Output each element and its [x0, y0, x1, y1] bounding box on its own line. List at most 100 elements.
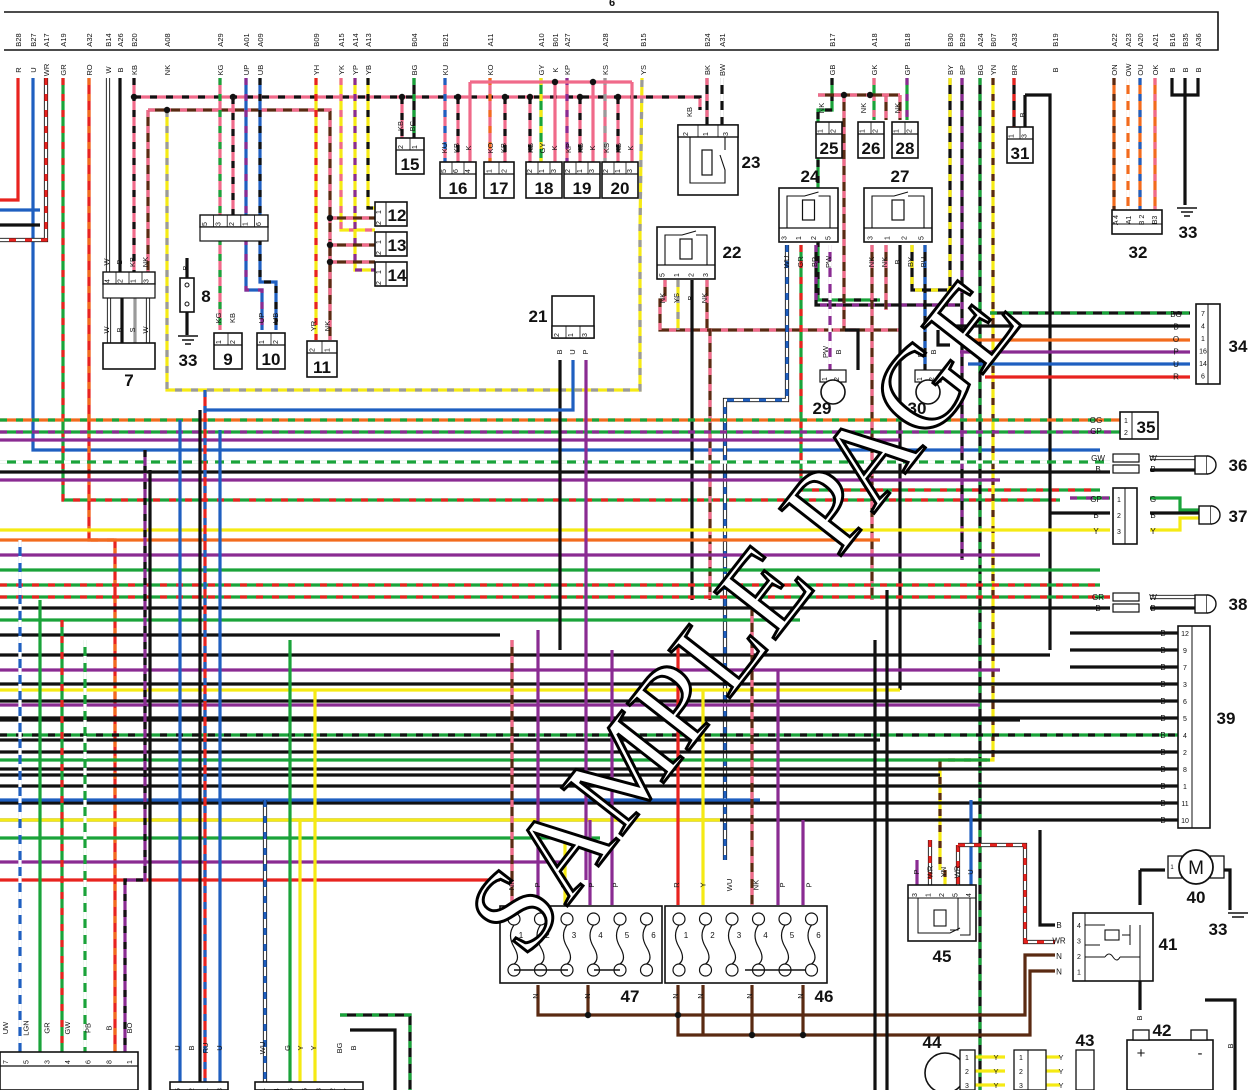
pin-number: 1 [1009, 134, 1016, 138]
pin-number: 6 [1183, 699, 1187, 706]
relay-switch-icon [1085, 924, 1141, 981]
junction-dot [674, 1011, 682, 1019]
connector-38-a [1112, 592, 1140, 602]
fuse-link-icon [727, 924, 737, 965]
ecu-pin-label: A15 [337, 33, 346, 46]
ecu-wire-label: GY [537, 65, 546, 76]
wire [0, 78, 48, 242]
component-21-label: 21 [529, 307, 548, 326]
wire [1205, 998, 1237, 1090]
bulb-36-icon [1206, 455, 1217, 475]
wire-label: S [128, 327, 137, 332]
ecu-pin-label: B21 [441, 33, 450, 46]
wire-label: K [550, 145, 559, 150]
wire-label: Y [1093, 527, 1099, 536]
wire-label: KO [486, 142, 495, 153]
ecu-pin-label: B09 [312, 33, 321, 46]
component-31-label: 31 [1011, 144, 1030, 163]
components-layer [0, 11, 1248, 1090]
wire-label: O [1173, 335, 1179, 344]
ecu-wire-label: OU [1136, 64, 1145, 75]
wire-label: NK [700, 293, 709, 303]
wires-layer [0, 77, 1237, 1090]
wire [340, 1013, 412, 1090]
fuse-number: 2 [710, 931, 715, 940]
wire-label: GP [1090, 427, 1102, 436]
resistor-icon [701, 149, 713, 176]
bulb-36-socket [1194, 455, 1208, 475]
component-43-label: 43 [1076, 1031, 1095, 1050]
pin-number: 3 [912, 893, 919, 897]
pin-number: 1 [131, 279, 138, 283]
relay-coil-icon [679, 238, 693, 260]
fusebox-46-label: 46 [815, 987, 834, 1006]
fusebox-46-body [664, 905, 828, 984]
pin-number: 11 [1181, 801, 1188, 808]
ecu-wire-label: B [1051, 67, 1060, 72]
wire-label: KB [128, 257, 137, 267]
wire-label: UB [271, 313, 280, 323]
wire-label: YN [939, 867, 948, 877]
pin-number: 2 [118, 279, 125, 283]
ecu-pin-label: A29 [216, 33, 225, 46]
ground-symbol-icon [1228, 912, 1248, 918]
wire-label: RU [201, 1043, 210, 1054]
pin-number: 9 [1183, 648, 1187, 655]
connector-36-b [1112, 464, 1140, 474]
fuse-terminal [698, 963, 713, 977]
wire-label: B [1160, 697, 1165, 706]
ecu-wire-label: OW [1124, 63, 1133, 77]
wire-label: K [588, 145, 597, 150]
wire-label: Y [309, 1045, 318, 1050]
pin-number: 3 [627, 169, 634, 173]
pin-number: 1 [259, 340, 266, 344]
ecu-pin-label: A26 [116, 33, 125, 46]
pin-number: 1 [577, 169, 584, 173]
pin-number: 2 [229, 222, 236, 226]
relay-24-body [778, 187, 839, 243]
fuse-link-icon [754, 924, 763, 965]
fuse-link-icon [701, 924, 710, 965]
pin-number: 1 [127, 1060, 134, 1064]
pin-number: 2 [565, 169, 572, 173]
wire-label: N [531, 993, 540, 998]
relay-22-body [656, 226, 716, 280]
wire-label: Y [559, 882, 568, 887]
pin-number: 3 [215, 222, 222, 226]
pin-number: A 4 [1113, 215, 1120, 225]
ecu-wire-label: UP [242, 65, 251, 75]
wire-label: U [215, 1045, 224, 1050]
ecu-pin-label: B29 [958, 33, 967, 46]
pin-number: 5 [202, 222, 209, 226]
wire-label: B [1135, 1015, 1144, 1020]
ground-symbol-icon [1177, 207, 1197, 217]
component-18-body [525, 161, 563, 199]
ecu-pin-label: B18 [903, 33, 912, 46]
ecu-wire-label: B [1181, 67, 1190, 72]
pin-number: 8 [1183, 767, 1187, 774]
path [0, 78, 49, 243]
motor-symbol: M [1188, 858, 1204, 879]
junction-dot [576, 93, 584, 101]
ecu-pin-label: A32 [85, 33, 94, 46]
wire-tracer [799, 245, 1100, 492]
wire-label: KU [440, 143, 449, 153]
wire-label: WU [258, 1042, 267, 1055]
wire-label: NK [507, 880, 516, 890]
wire-tracer [123, 450, 147, 1090]
wire-label: B [349, 1045, 358, 1050]
pin-number: 1 [818, 129, 825, 133]
component-23-label: 23 [742, 153, 761, 172]
wire-label: B [1160, 646, 1165, 655]
switch-contact [184, 282, 190, 288]
pin-number: 2 [1117, 513, 1121, 520]
wire-label: NK [658, 293, 667, 303]
component-14-label: 14 [388, 266, 407, 285]
wire-label: B [1095, 465, 1100, 474]
component-8-label: 8 [201, 287, 210, 306]
pin-number: 3 [217, 1088, 224, 1090]
ecu-wire-label: YP [351, 65, 360, 75]
ecu-wire-label: BG [410, 64, 419, 75]
pin-number: 2 [834, 377, 841, 381]
